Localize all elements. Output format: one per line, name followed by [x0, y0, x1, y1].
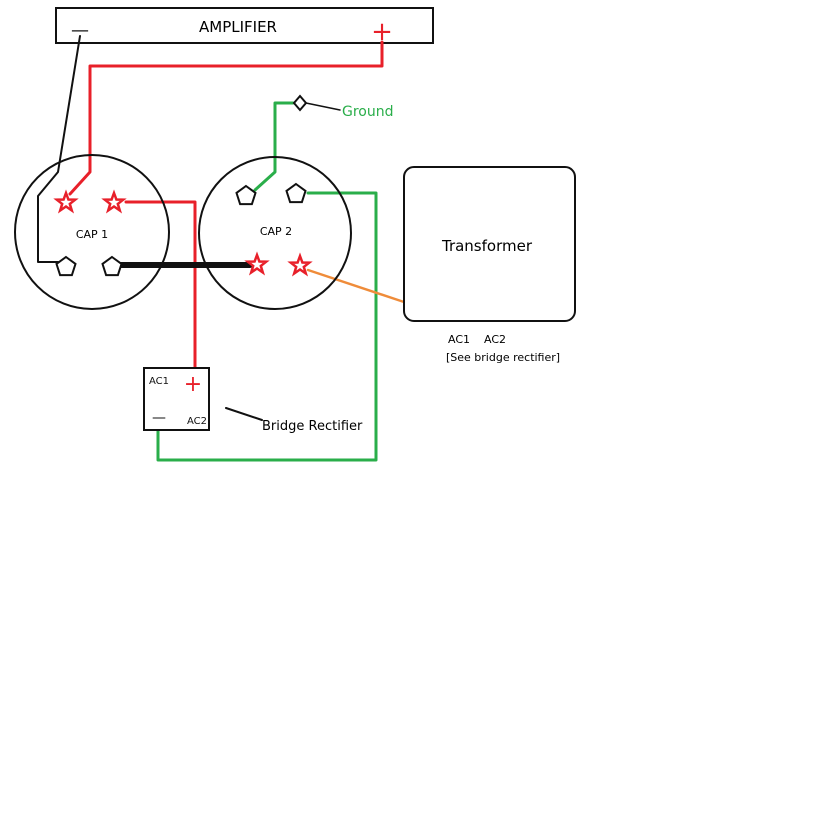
cap2: CAP 2 — [198, 156, 352, 310]
bridge-rectifier-box — [143, 367, 210, 431]
bridge-negative-terminal: — — [152, 410, 166, 426]
cap2-star-terminal-right — [287, 252, 313, 277]
cap1-star-terminal-right — [101, 189, 127, 214]
red-wire-cap1-to-bridge — [124, 200, 197, 374]
ground-label: Ground — [342, 104, 394, 120]
amplifier: AMPLIFIER — + — [55, 7, 434, 47]
transformer-terminals: AC1 AC2 — [448, 333, 506, 346]
cap2-pentagon-terminal-right — [285, 182, 307, 204]
bridge-rectifier: AC1 + — AC2 Bridge Rectifier — [143, 367, 363, 434]
bridge-label-pointer — [225, 407, 263, 421]
ground: Ground — [292, 94, 394, 120]
transformer-note: [See bridge rectifier] — [446, 351, 560, 364]
green-wire-cap2-to-bridge — [156, 191, 378, 462]
cap2-pentagon-terminal-left — [235, 184, 257, 206]
transformer-label: Transformer — [441, 237, 533, 255]
cap1-body — [14, 154, 170, 310]
green-wire-ground-to-cap2 — [253, 101, 295, 192]
cap2-star-terminal-left — [244, 251, 270, 276]
cap1-pentagon-terminal-right — [101, 255, 123, 277]
ground-terminal-icon — [292, 94, 308, 112]
amplifier-box — [55, 7, 434, 44]
cap1: CAP 1 — [14, 154, 170, 310]
bridge-positive-terminal: + — [184, 372, 202, 397]
cap1-pentagon-terminal-left — [55, 255, 77, 277]
amplifier-negative-terminal: — — [71, 20, 89, 41]
cap2-body — [198, 156, 352, 310]
cap1-star-terminal-left — [53, 189, 79, 214]
black-wire-amp-to-cap1 — [37, 35, 81, 263]
transformer: Transformer AC1 AC2 [See bridge rectifie… — [403, 166, 576, 364]
ground-lead — [305, 102, 341, 111]
amplifier-label: AMPLIFIER — [199, 18, 277, 36]
bridge-ac2-terminal: AC2 — [187, 416, 207, 427]
wires — [37, 35, 406, 462]
cap2-label: CAP 2 — [260, 225, 292, 238]
bridge-ac1-terminal: AC1 — [149, 376, 169, 387]
amplifier-positive-terminal: + — [371, 17, 393, 47]
transformer-box — [403, 166, 576, 322]
orange-wire-cap2-to-transformer — [306, 268, 406, 304]
cap1-label: CAP 1 — [76, 228, 108, 241]
red-wire-amp-to-cap1 — [68, 40, 384, 196]
bridge-rectifier-label: Bridge Rectifier — [262, 419, 363, 434]
